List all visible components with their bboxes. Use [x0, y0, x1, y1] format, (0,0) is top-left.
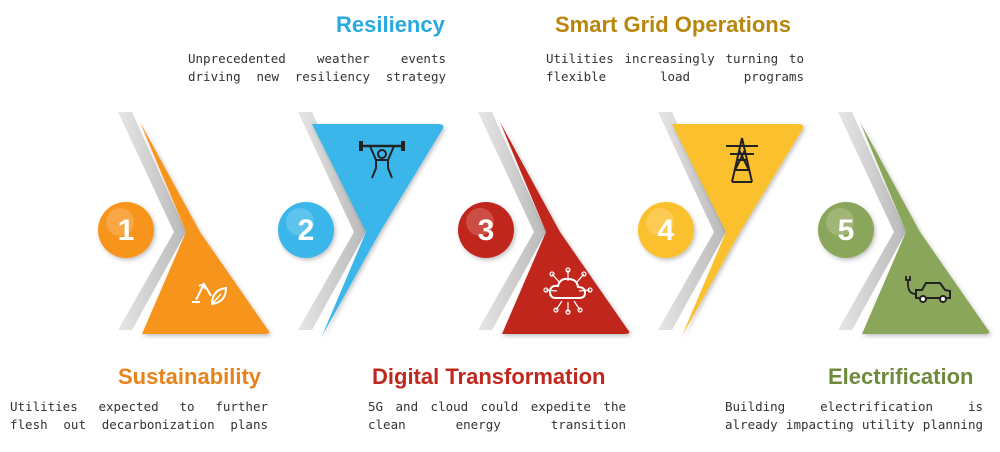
step-1-number: 1: [118, 214, 135, 247]
step-3-title: Digital Transformation: [372, 364, 606, 389]
step-2-description: Unprecedented weather events driving new…: [188, 51, 446, 84]
recycle-leaf-icon: [192, 281, 228, 306]
step-2-title: Resiliency: [336, 12, 445, 37]
step-3-description: 5G and cloud could expedite the clean en…: [368, 399, 626, 432]
step-5-description: Building electrification is already impa…: [725, 399, 983, 432]
step-3-arrow-shape: [500, 122, 630, 334]
step-5-arrow-shape: [860, 122, 990, 334]
step-4-title: Smart Grid Operations: [555, 12, 791, 37]
step-4-arrow-shape: [672, 124, 804, 336]
step-5-number-badge: [818, 202, 874, 258]
step-4-chevron: 4: [638, 112, 804, 336]
step-3-number: 3: [478, 214, 495, 247]
step-4-number: 4: [658, 214, 675, 247]
step-1-description: Utilities expected to further flesh out …: [10, 399, 268, 432]
step-5-chevron: 5: [818, 112, 990, 334]
electric-car-icon: [905, 276, 951, 303]
power-tower-icon: [726, 137, 758, 183]
step-3-number-badge: [458, 202, 514, 258]
step-2-number: 2: [298, 214, 315, 247]
step-1-title: Sustainability: [118, 364, 262, 389]
step-2-number-badge: [278, 202, 334, 258]
step-1-number-badge: [98, 202, 154, 258]
step-3-chevron: 3: [458, 112, 630, 334]
step-5-title: Electrification: [828, 364, 974, 389]
step-4-number-badge: [638, 202, 694, 258]
step-5-number: 5: [838, 214, 855, 247]
cloud-network-icon: [543, 267, 593, 315]
step-1-arrow-shape: [140, 122, 270, 334]
step-4-description: Utilities increasingly turning to flexib…: [546, 51, 804, 84]
step-2-chevron: 2: [278, 112, 444, 336]
step-1-chevron: 1: [98, 112, 270, 334]
step-2-arrow-shape: [312, 124, 444, 336]
weightlifter-icon: [359, 141, 405, 179]
